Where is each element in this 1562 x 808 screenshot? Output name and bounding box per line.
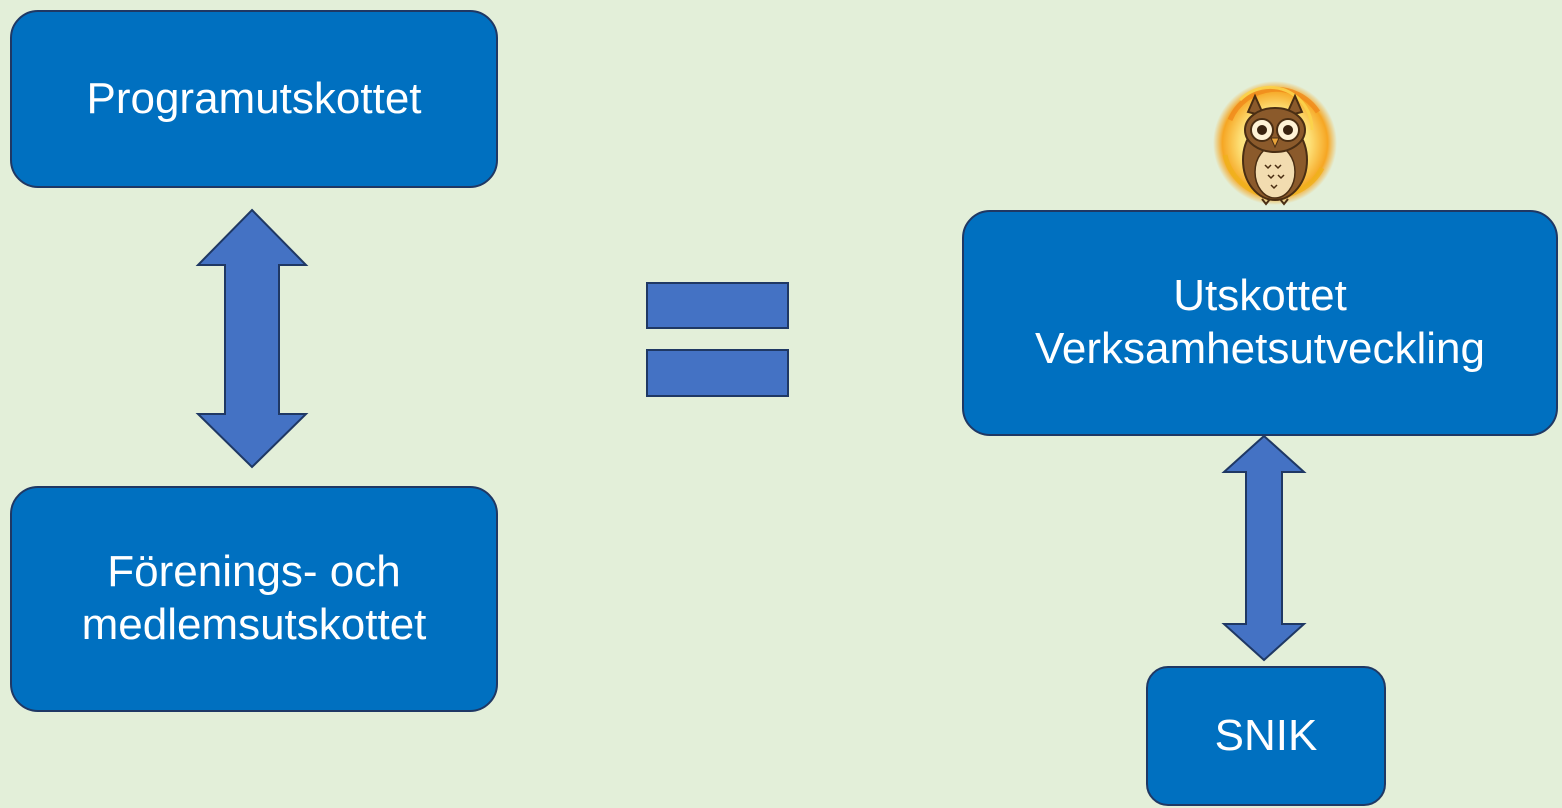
double-arrow-left [195, 208, 309, 469]
box-forenings-label-line1: Förenings- och [107, 547, 401, 597]
box-utskottet-verksamhetsutveckling: Utskottet Verksamhetsutveckling [962, 210, 1558, 436]
owl-icon [1213, 81, 1337, 206]
box-utskottet-label-line2: Verksamhetsutveckling [1035, 324, 1485, 373]
box-forenings-och-medlemsutskottet: Förenings- och medlemsutskottet [10, 486, 498, 712]
box-forenings-label-line2: medlemsutskottet [81, 600, 427, 649]
equals-bar-bottom [646, 349, 789, 397]
box-snik-label: SNIK [1214, 710, 1318, 760]
box-snik: SNIK [1146, 666, 1386, 806]
box-programutskottet: Programutskottet [10, 10, 498, 188]
box-programutskottet-label: Programutskottet [86, 73, 422, 123]
box-utskottet-label-line1: Utskottet [1173, 271, 1347, 321]
equals-bar-top [646, 282, 789, 329]
equals-sign [646, 282, 789, 397]
double-arrow-right [1221, 434, 1307, 662]
